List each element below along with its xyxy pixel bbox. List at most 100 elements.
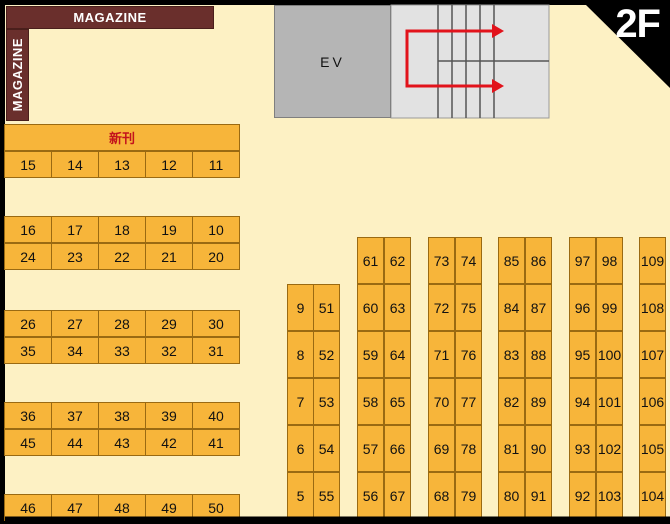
shelf-100: 100 [596,331,623,378]
shelf-6: 6 [287,425,314,472]
floor-label: 2F [615,2,661,46]
shelf-62: 62 [384,237,411,284]
shelf-90: 90 [525,425,552,472]
shelf-35: 35 [4,337,52,364]
shelf-66: 66 [384,425,411,472]
shelf-14: 14 [51,151,99,178]
shelf-9: 9 [287,284,314,331]
shelf-105: 105 [639,425,666,472]
shelf-19: 19 [145,216,193,243]
stairs [390,4,550,119]
shelf-54: 54 [313,425,340,472]
shelf-78: 78 [455,425,482,472]
shelf-59: 59 [357,331,384,378]
shelf-18: 18 [98,216,146,243]
shelf-60: 60 [357,284,384,331]
shelf-45: 45 [4,429,52,456]
shelf-109: 109 [639,237,666,284]
shelf-92: 92 [569,472,596,519]
shelf-67: 67 [384,472,411,519]
stairs-up-arrow-icon [405,24,504,93]
shelf-106: 106 [639,378,666,425]
shelf-20: 20 [192,243,240,270]
shelf-101: 101 [596,378,623,425]
shelf-36: 36 [4,402,52,429]
shelf-72: 72 [428,284,455,331]
shelf-96: 96 [569,284,596,331]
shelf-98: 98 [596,237,623,284]
shelf-76: 76 [455,331,482,378]
shelf-47: 47 [51,494,99,521]
shelf-70: 70 [428,378,455,425]
shelf-48: 48 [98,494,146,521]
shelf-17: 17 [51,216,99,243]
shelf-94: 94 [569,378,596,425]
shelf-46: 46 [4,494,52,521]
shelf-39: 39 [145,402,193,429]
shelf-7: 7 [287,378,314,425]
shelf-24: 24 [4,243,52,270]
shelf-30: 30 [192,310,240,337]
shelf-63: 63 [384,284,411,331]
shelf-86: 86 [525,237,552,284]
shelf-58: 58 [357,378,384,425]
shelf-21: 21 [145,243,193,270]
shelf-40: 40 [192,402,240,429]
shelf-52: 52 [313,331,340,378]
shelf-26: 26 [4,310,52,337]
shelf-16: 16 [4,216,52,243]
shelf-22: 22 [98,243,146,270]
shelf-15: 15 [4,151,52,178]
shelf-43: 43 [98,429,146,456]
shelf-82: 82 [498,378,525,425]
shelf-99: 99 [596,284,623,331]
shelf-11: 11 [192,151,240,178]
shelf-88: 88 [525,331,552,378]
shelf-69: 69 [428,425,455,472]
shelf-13: 13 [98,151,146,178]
shelf-95: 95 [569,331,596,378]
shelf-31: 31 [192,337,240,364]
shelf-23: 23 [51,243,99,270]
shelf-29: 29 [145,310,193,337]
shelf-8: 8 [287,331,314,378]
elevator: EV [274,5,391,118]
shelf-57: 57 [357,425,384,472]
magazine-side-label: MAGAZINE [10,38,25,112]
shelf-97: 97 [569,237,596,284]
shelf-56: 56 [357,472,384,519]
shelf-34: 34 [51,337,99,364]
shelf-89: 89 [525,378,552,425]
shelf-104: 104 [639,472,666,519]
shelf-102: 102 [596,425,623,472]
shelf-71: 71 [428,331,455,378]
shelf-85: 85 [498,237,525,284]
shelf-53: 53 [313,378,340,425]
shelf-37: 37 [51,402,99,429]
shelf-75: 75 [455,284,482,331]
shelf-50: 50 [192,494,240,521]
shelf-80: 80 [498,472,525,519]
shelf-64: 64 [384,331,411,378]
shelf-32: 32 [145,337,193,364]
shelf-68: 68 [428,472,455,519]
shelf-107: 107 [639,331,666,378]
shelf-33: 33 [98,337,146,364]
shelf-91: 91 [525,472,552,519]
shelf-93: 93 [569,425,596,472]
shelf-73: 73 [428,237,455,284]
shelf-61: 61 [357,237,384,284]
shelf-65: 65 [384,378,411,425]
shelf-108: 108 [639,284,666,331]
shelf-55: 55 [313,472,340,519]
shelf-28: 28 [98,310,146,337]
shelf-38: 38 [98,402,146,429]
shelf-10: 10 [192,216,240,243]
shelf-5: 5 [287,472,314,519]
shelf-42: 42 [145,429,193,456]
magazine-rack-top: MAGAZINE [6,6,214,29]
shelf-44: 44 [51,429,99,456]
shelf-84: 84 [498,284,525,331]
